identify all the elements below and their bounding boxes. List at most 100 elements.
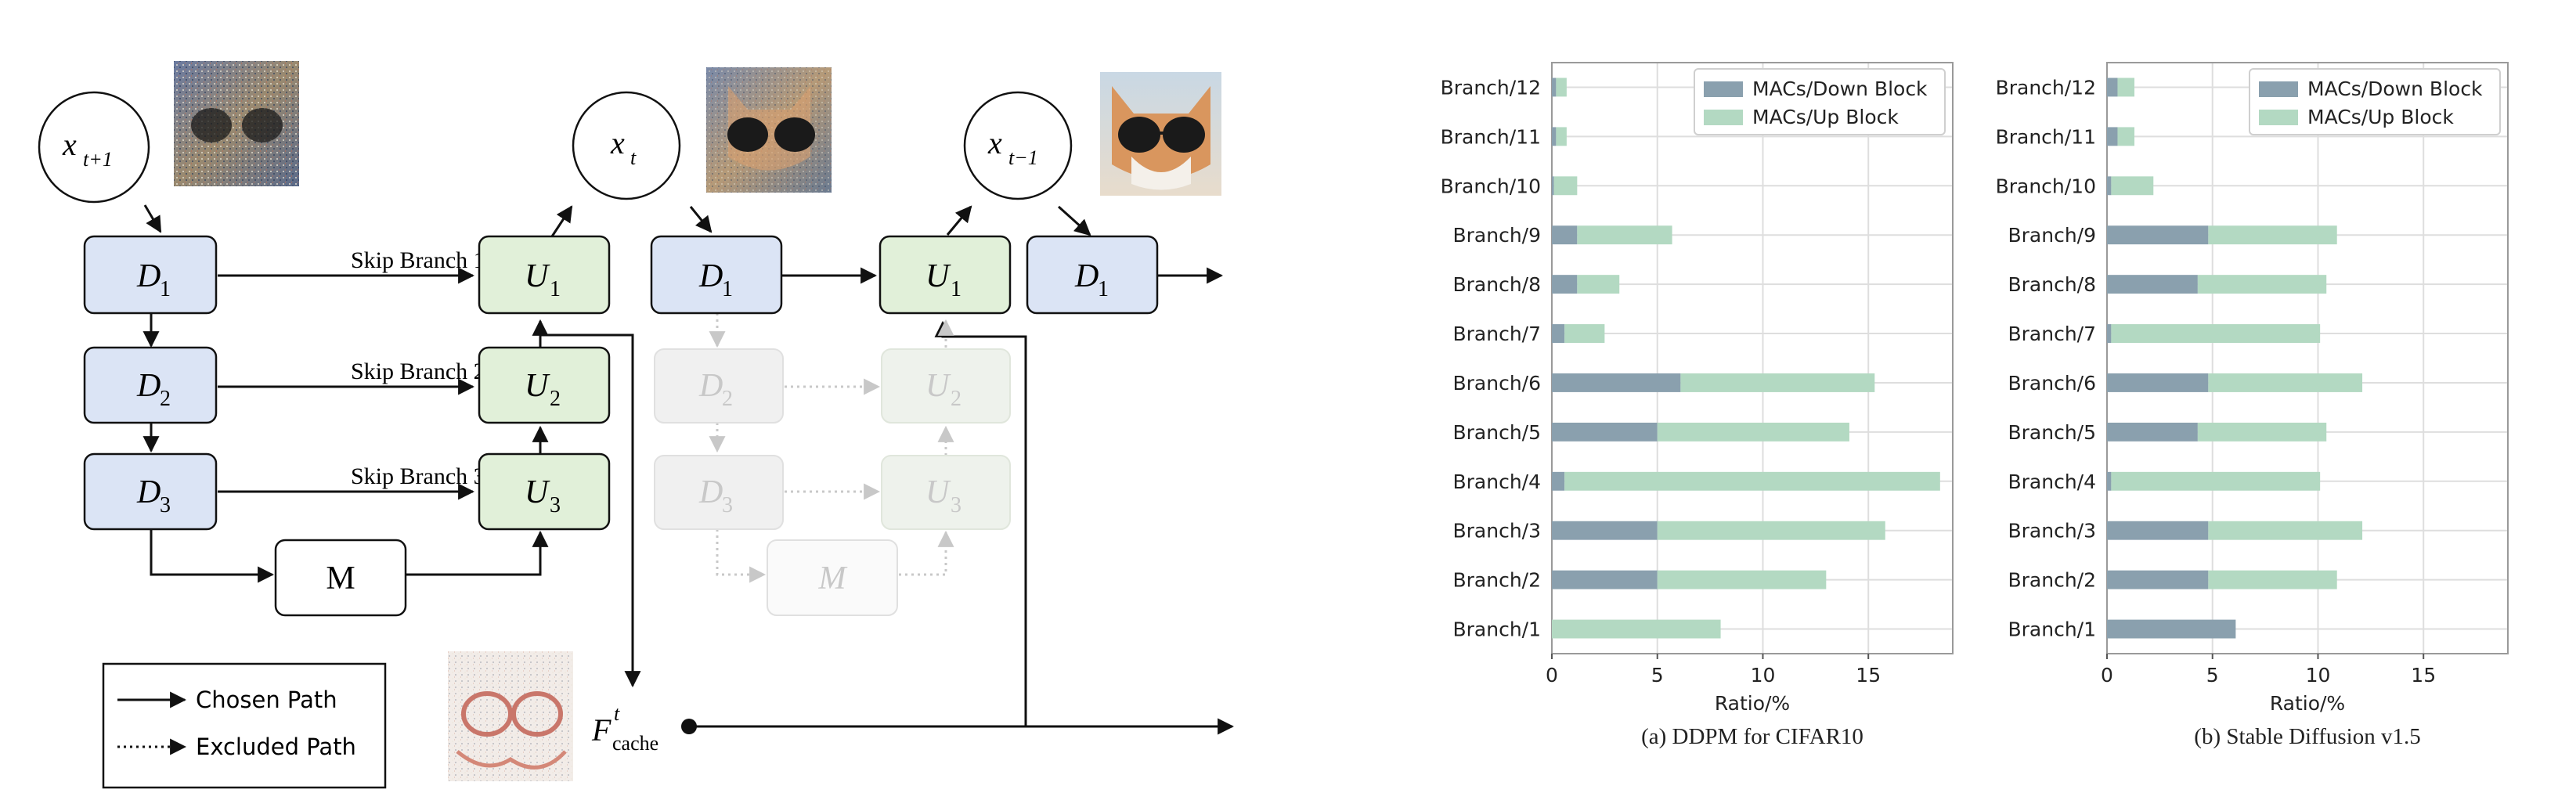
plot-frame [2106, 62, 2509, 654]
block-letter: U [925, 258, 951, 294]
category-label: Branch/4 [2008, 470, 2096, 493]
bar-segment [2111, 324, 2321, 343]
block-letter: D [1074, 258, 1099, 294]
block-index: 3 [722, 493, 733, 517]
block-index: 2 [160, 387, 171, 411]
bar-segment [1552, 521, 1658, 540]
bar-segment [1564, 471, 1940, 491]
block-letter: D [136, 474, 161, 510]
chart-caption: (b) Stable Diffusion v1.5 [2194, 724, 2420, 749]
block-index: 2 [722, 387, 733, 411]
legend-label: MACs/Down Block [1752, 77, 1928, 100]
category-label: Branch/3 [2008, 520, 2096, 542]
middle-block: M [274, 539, 407, 617]
category-label: Branch/11 [1996, 125, 2096, 148]
bar-segment [2107, 127, 2118, 146]
block-letter: M [818, 560, 848, 597]
bar-segment [1680, 373, 1875, 392]
category-label: Branch/11 [1441, 125, 1541, 148]
category-label: Branch/10 [1996, 175, 2096, 197]
chart-stable-diffusion: Branch/12Branch/11Branch/10Branch/9Branc… [1996, 62, 2509, 749]
faded-block-d2: D 2 [654, 348, 784, 424]
block-letter: U [925, 474, 951, 510]
category-label: Branch/10 [1441, 175, 1541, 197]
cache-subscript: cache [612, 732, 658, 755]
bar-segment [1552, 275, 1578, 294]
category-label: Branch/5 [1452, 421, 1541, 444]
bar-segment [2107, 77, 2118, 97]
legend-label: MACs/Down Block [2307, 77, 2483, 100]
category-label: Branch/6 [1452, 372, 1541, 395]
bar-segment [2107, 373, 2209, 392]
chart-ddpm-cifar10: Branch/12Branch/11Branch/10Branch/9Branc… [1441, 62, 1954, 749]
block-letter: U [525, 368, 550, 404]
up-block-u1-step2: U 1 [879, 235, 1012, 315]
category-label: Branch/7 [2008, 323, 2096, 345]
bar-segment [1657, 521, 1885, 540]
category-label: Branch/4 [1452, 470, 1541, 493]
bar-segment [2111, 176, 2154, 196]
noisy-image-1 [174, 61, 299, 186]
block-letter: M [326, 560, 355, 597]
cache-dot [681, 719, 697, 734]
bar-segment [2107, 619, 2236, 639]
block-index: 1 [722, 277, 733, 301]
bar-segment [1552, 422, 1658, 442]
x-tick-label: 15 [1856, 664, 1881, 687]
category-label: Branch/6 [2008, 372, 2096, 395]
block-letter: U [925, 368, 951, 404]
active-paths [143, 204, 1235, 735]
bar-segment [1552, 127, 1557, 146]
clean-image [1100, 72, 1221, 196]
bar-segment [2107, 422, 2198, 442]
category-label: Branch/7 [1452, 323, 1541, 345]
node-x-label: x [610, 125, 625, 160]
category-label: Branch/8 [1452, 273, 1541, 296]
block-letter: D [698, 258, 723, 294]
block-letter: U [525, 258, 550, 294]
noisy-image-2 [706, 67, 832, 193]
bar-segment [1564, 324, 1605, 343]
bar-segment [1657, 422, 1849, 442]
excluded-paths [709, 313, 954, 583]
bar-segment [1553, 176, 1578, 196]
x-tick-label: 15 [2411, 664, 2436, 687]
legend-label: MACs/Up Block [2307, 106, 2454, 128]
down-block-d1: D 1 [83, 235, 218, 315]
category-label: Branch/2 [2008, 569, 2096, 592]
category-label: Branch/1 [2008, 618, 2096, 641]
category-label: Branch/9 [1452, 224, 1541, 247]
legend-swatch [2259, 81, 2298, 97]
x-axis-label: Ratio/% [2270, 692, 2345, 715]
legend-swatch [1704, 110, 1743, 125]
up-block-u1: U 1 [478, 235, 611, 315]
x-tick-label: 0 [2101, 664, 2113, 687]
node-x-t-minus-1: x t−1 [963, 91, 1073, 200]
node-x-subscript: t−1 [1008, 146, 1038, 169]
node-x-label: x [62, 127, 77, 162]
bar-segment [1552, 176, 1554, 196]
diagram: x t+1 x t x t−1 [38, 61, 1235, 789]
node-x-t-plus-1: x t+1 [38, 91, 150, 204]
cache-superscript: t [614, 702, 620, 725]
block-index: 3 [160, 493, 171, 517]
category-label: Branch/5 [2008, 421, 2096, 444]
bar-segment [1552, 619, 1721, 639]
bar-segment [2197, 275, 2327, 294]
cache-symbol: F [591, 712, 612, 748]
plot-frame [1551, 62, 1954, 654]
feature-cache-image [448, 651, 573, 781]
category-label: Branch/12 [1996, 76, 2096, 99]
faded-block-u3: U 3 [881, 455, 1011, 530]
bar-segment [2107, 275, 2198, 294]
block-index: 1 [550, 277, 561, 301]
category-label: Branch/2 [1452, 569, 1541, 592]
up-block-u2: U 2 [478, 346, 611, 424]
block-index: 1 [951, 277, 961, 301]
node-x-subscript: t [630, 146, 637, 169]
bar-segment [2107, 570, 2209, 589]
x-axis-label: Ratio/% [1715, 692, 1790, 715]
block-letter: D [698, 368, 723, 404]
bar-segment [1657, 570, 1827, 589]
block-index: 2 [951, 387, 961, 411]
